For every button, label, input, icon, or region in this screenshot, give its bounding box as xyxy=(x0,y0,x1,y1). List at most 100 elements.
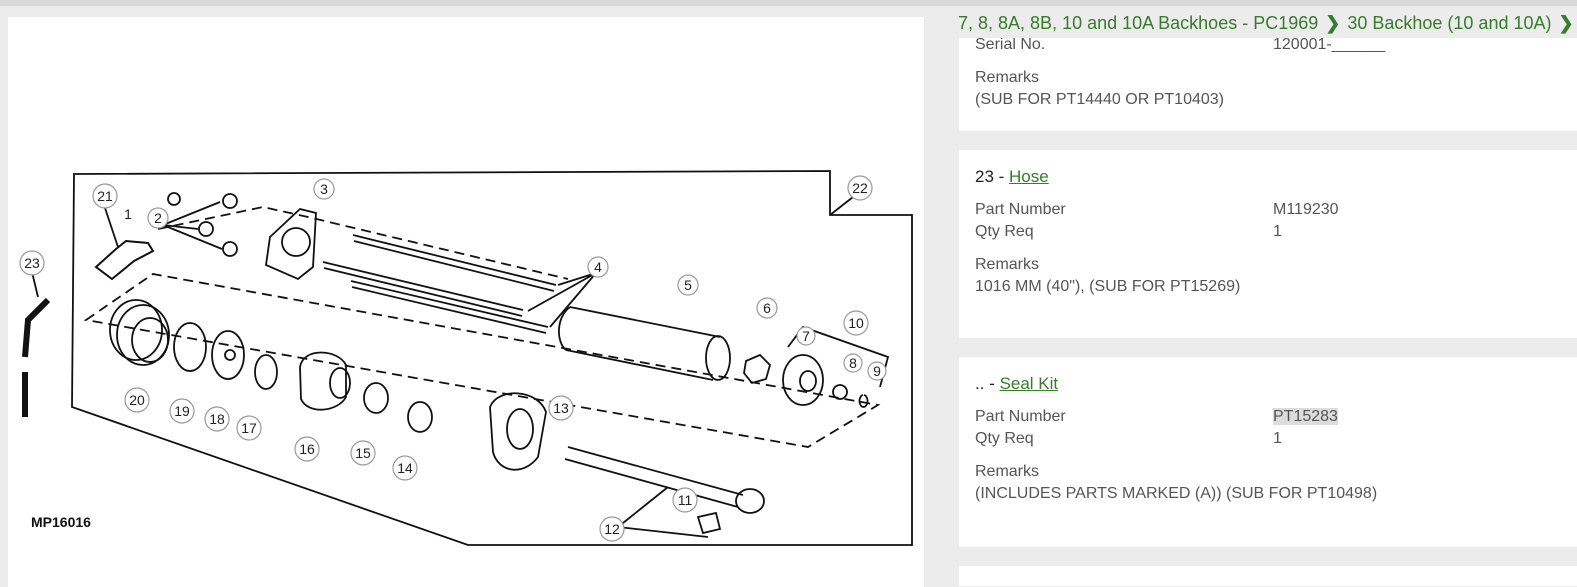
callout-8: 8 xyxy=(843,353,863,373)
part-number-value[interactable]: M119230 xyxy=(1273,201,1339,218)
hose-link[interactable]: Hose xyxy=(1009,167,1049,186)
callout-12: 12 xyxy=(599,516,625,542)
part-number-label: Part Number xyxy=(975,201,1066,218)
nut-2a xyxy=(222,193,238,209)
callout-3: 3 xyxy=(313,178,335,200)
qty-value: 1 xyxy=(1273,430,1282,447)
bushing-15 xyxy=(363,382,389,414)
nut-8 xyxy=(832,384,848,400)
svg-text:18: 18 xyxy=(209,411,225,427)
breadcrumb: 7, 8, 8A, 8B, 10 and 10A Backhoes - PC19… xyxy=(958,8,1577,38)
frame-outline xyxy=(71,170,913,546)
callout-5: 5 xyxy=(677,274,699,296)
callout-23: 23 xyxy=(19,250,45,276)
flange-13 xyxy=(489,392,547,471)
nut-1 xyxy=(167,192,181,206)
svg-text:20: 20 xyxy=(129,392,145,408)
svg-text:6: 6 xyxy=(763,300,771,316)
callout-9: 9 xyxy=(867,361,887,381)
washer-18 xyxy=(211,330,245,380)
svg-text:16: 16 xyxy=(299,441,315,457)
callout-18: 18 xyxy=(204,406,230,432)
remarks-value: 1016 MM (40"), (SUB FOR PT15269) xyxy=(975,278,1241,295)
piston-7 xyxy=(782,354,824,406)
mounting-plate-3 xyxy=(265,208,317,281)
tie-rod-4c xyxy=(350,280,549,334)
svg-text:7: 7 xyxy=(802,328,810,344)
svg-text:5: 5 xyxy=(684,277,692,293)
bushing-14 xyxy=(407,401,433,433)
tie-rod-4a xyxy=(352,234,557,292)
elbow-fitting-21 xyxy=(94,239,155,281)
svg-text:13: 13 xyxy=(553,400,569,416)
callout-4: 4 xyxy=(587,256,609,278)
svg-text:3: 3 xyxy=(320,181,328,197)
part-index: 23 - xyxy=(975,167,1010,186)
figure-id-label: MP16016 xyxy=(31,514,91,530)
remarks-label: Remarks xyxy=(975,69,1040,86)
breadcrumb-item-30-backhoe[interactable]: 30 Backhoe (10 and 10A) xyxy=(1347,13,1552,33)
part-index: .. - xyxy=(975,374,1000,393)
remarks-label: Remarks xyxy=(975,256,1040,273)
svg-text:23: 23 xyxy=(24,255,40,271)
callout-13: 13 xyxy=(548,395,574,421)
seal-set-20 xyxy=(109,299,170,366)
remarks-label: Remarks xyxy=(975,463,1040,480)
svg-text:9: 9 xyxy=(873,363,881,379)
breadcrumb-item-backhoes[interactable]: 7, 8, 8A, 8B, 10 and 10A Backhoes - PC19… xyxy=(958,13,1319,33)
part-title: .. - Seal Kit xyxy=(975,374,1058,394)
exploded-parts-diagram[interactable]: 1 2 3 4 5 6 7 8 9 10 11 12 13 14 15 16 1… xyxy=(8,17,924,582)
part-title: 23 - Hose xyxy=(975,167,1049,187)
ring-19 xyxy=(173,322,207,372)
callout-20: 20 xyxy=(124,387,150,413)
piston-rod-12 xyxy=(564,446,744,508)
part-card-hose: 23 - Hose Part Number M119230 Qty Req 1 … xyxy=(959,150,1577,338)
remarks-value: (SUB FOR PT14440 OR PT10403) xyxy=(975,91,1224,108)
parts-diagram-panel[interactable]: 1 2 3 4 5 6 7 8 9 10 11 12 13 14 15 16 1… xyxy=(8,17,924,587)
qty-value: 1 xyxy=(1273,223,1282,240)
svg-text:17: 17 xyxy=(241,420,257,436)
top-scroll-bar xyxy=(0,0,1577,6)
svg-text:21: 21 xyxy=(97,188,113,204)
hose-23 xyxy=(22,297,51,358)
qty-label: Qty Req xyxy=(975,223,1034,240)
callout-7: 7 xyxy=(796,326,816,346)
callout-14: 14 xyxy=(392,455,418,481)
svg-text:12: 12 xyxy=(604,521,620,537)
serial-label: Serial No. xyxy=(975,36,1046,53)
callout-10: 10 xyxy=(843,310,869,336)
part-card-seal-kit: .. - Seal Kit Part Number PT15283 Qty Re… xyxy=(959,357,1577,547)
svg-text:14: 14 xyxy=(397,460,413,476)
callout-16: 16 xyxy=(294,436,320,462)
selected-text: PT15283 xyxy=(1273,408,1338,425)
svg-text:11: 11 xyxy=(678,492,693,508)
callout-21: 21 xyxy=(92,183,118,209)
callout-19: 19 xyxy=(169,398,195,424)
seal-kit-link[interactable]: Seal Kit xyxy=(999,374,1059,393)
callout-2: 2 xyxy=(147,207,169,229)
callout-17: 17 xyxy=(236,415,262,441)
svg-text:10: 10 xyxy=(848,315,864,331)
chevron-right-icon: ❯ xyxy=(1558,13,1574,33)
part-number-value[interactable]: PT15283 xyxy=(1273,406,1338,428)
tie-rod-4b xyxy=(322,261,524,317)
callout-22: 22 xyxy=(847,175,873,201)
serial-value: 120001-______ xyxy=(1273,36,1386,53)
nut-2c xyxy=(222,241,238,257)
part-number-label: Part Number xyxy=(975,408,1066,425)
svg-text:2: 2 xyxy=(154,210,162,226)
svg-text:22: 22 xyxy=(852,180,868,196)
oring-17 xyxy=(254,354,278,390)
gland-16 xyxy=(299,351,347,411)
remarks-value: (INCLUDES PARTS MARKED (A)) (SUB FOR PT1… xyxy=(975,485,1378,502)
callout-11: 11 xyxy=(672,487,698,513)
qty-label: Qty Req xyxy=(975,430,1034,447)
chevron-right-icon: ❯ xyxy=(1325,13,1341,33)
callout-6: 6 xyxy=(756,297,778,319)
callout-15: 15 xyxy=(350,440,376,466)
svg-text:19: 19 xyxy=(174,403,190,419)
ring-9 xyxy=(858,394,869,408)
svg-text:8: 8 xyxy=(849,355,857,371)
svg-text:15: 15 xyxy=(355,445,371,461)
part-card-next xyxy=(959,566,1577,586)
